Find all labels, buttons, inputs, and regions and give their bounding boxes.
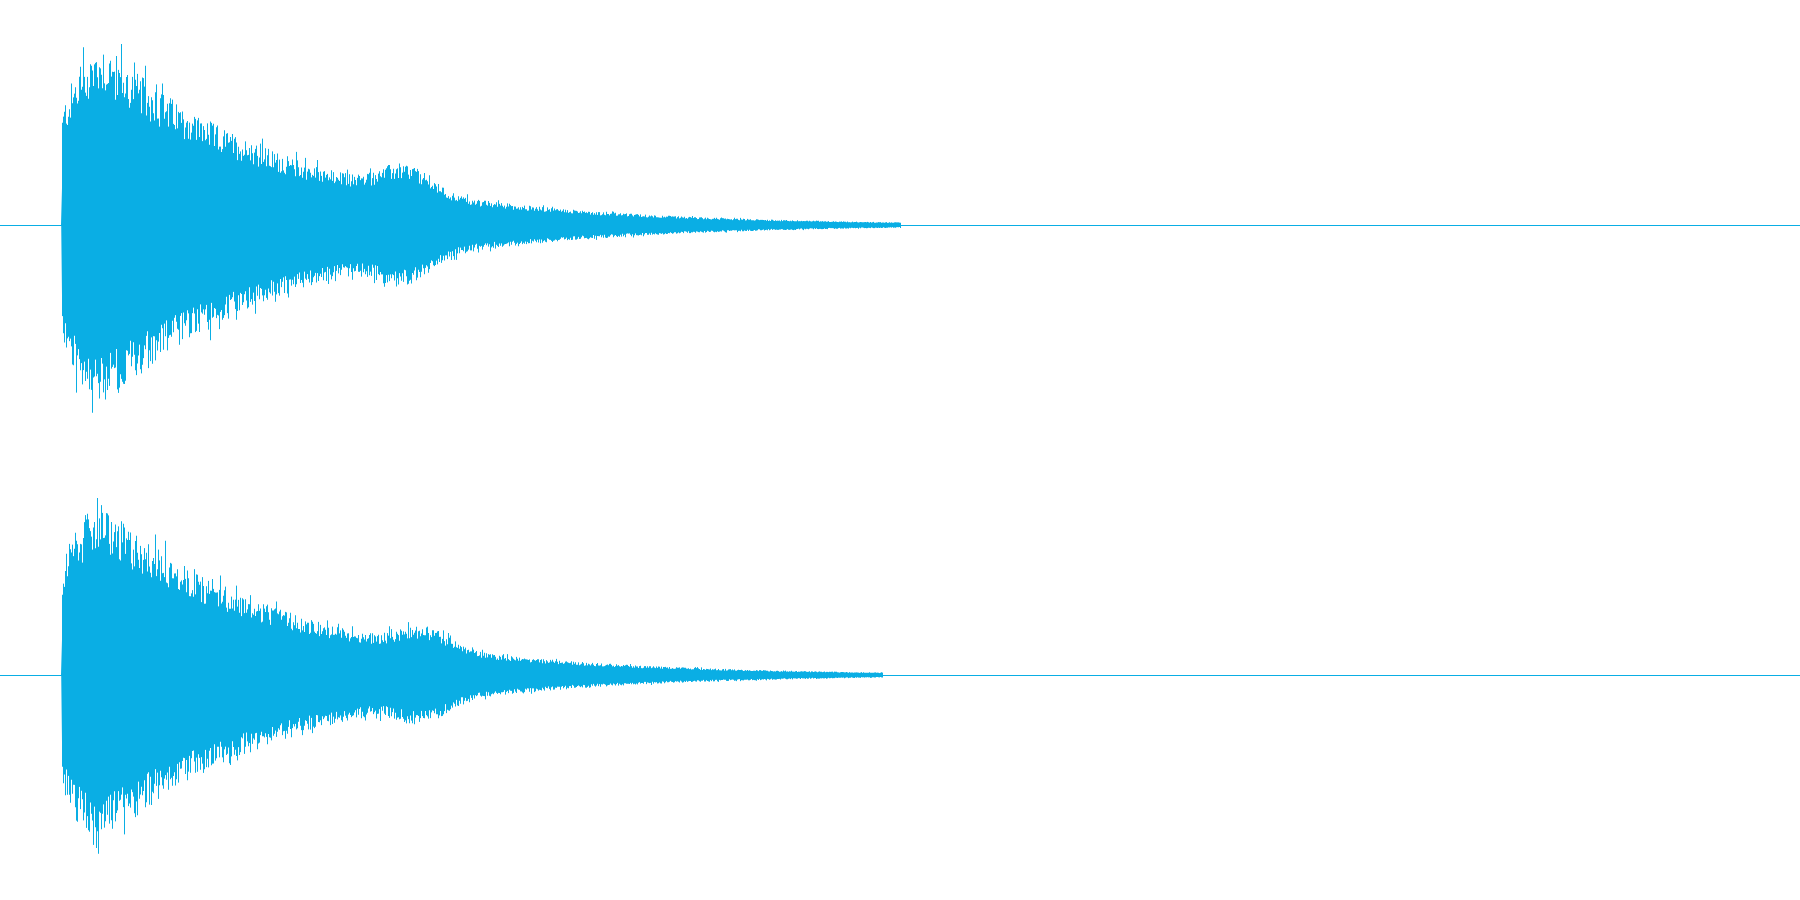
channel-2-waveform: [0, 498, 1800, 854]
channel-1-sample-strokes: [62, 44, 901, 413]
channel-1-waveform: [0, 44, 1800, 413]
channels-layer: [0, 44, 1800, 854]
channel-2-sample-strokes: [62, 498, 883, 854]
